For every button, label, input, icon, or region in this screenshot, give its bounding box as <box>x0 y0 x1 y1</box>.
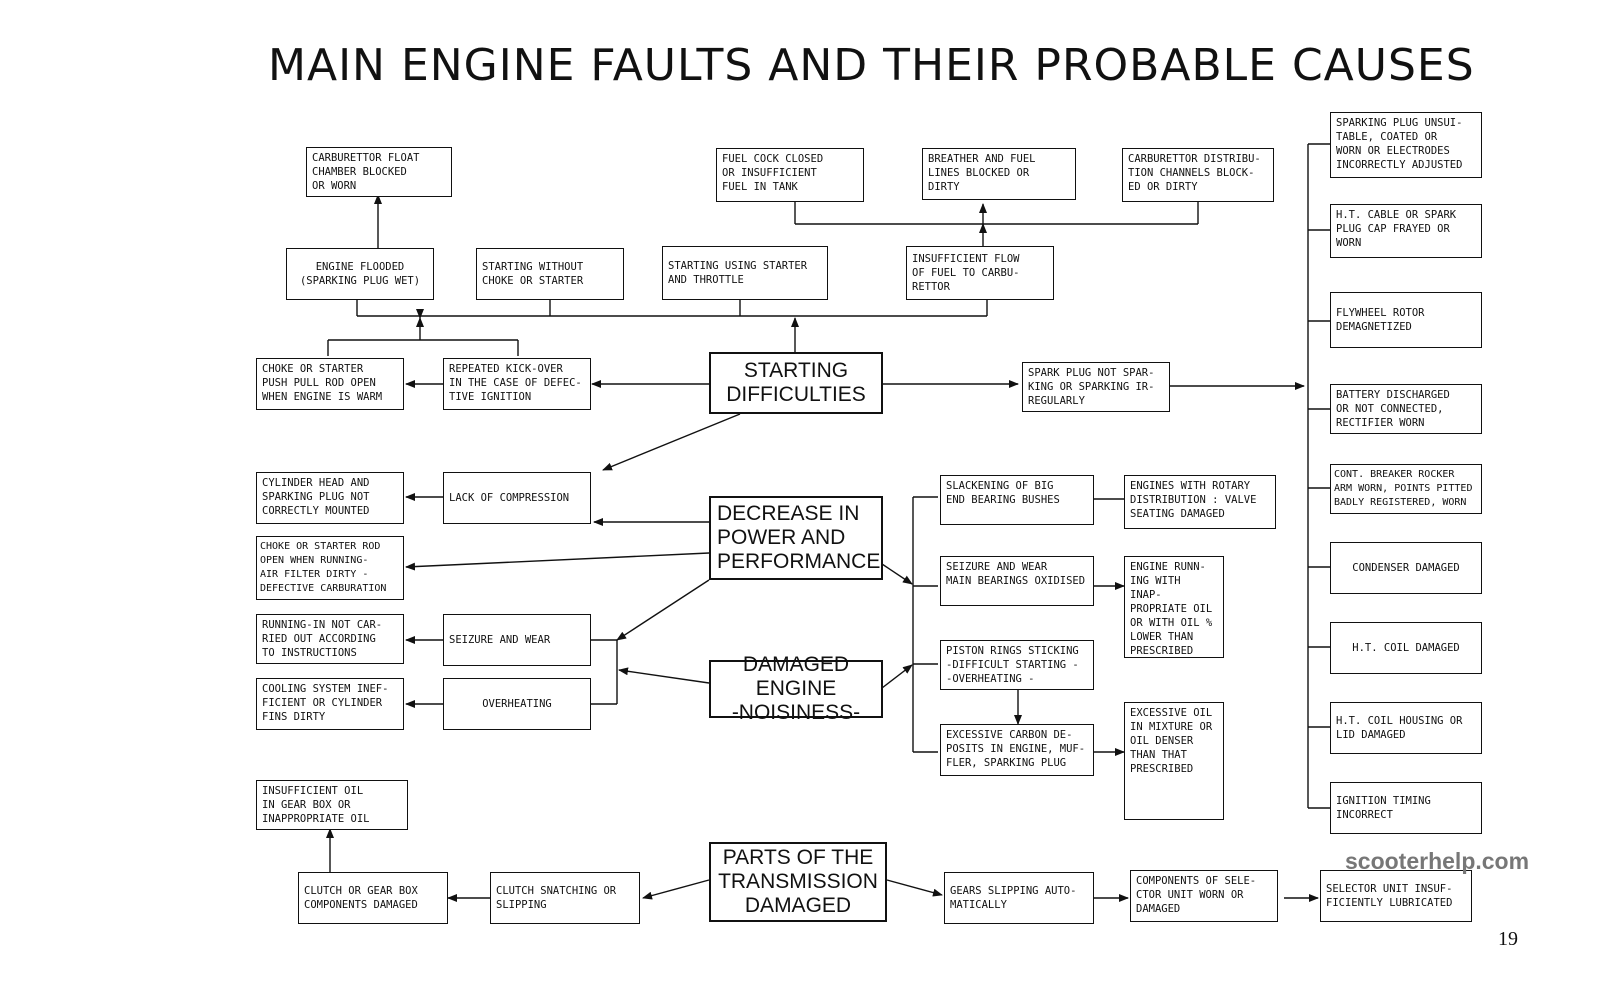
cause-repeated-kick-over: REPEATED KICK-OVER IN THE CASE OF DEFEC-… <box>443 358 591 410</box>
cause-cylinder-head-mounted: CYLINDER HEAD AND SPARKING PLUG NOT CORR… <box>256 472 404 524</box>
fault-starting-difficulties: STARTING DIFFICULTIES <box>709 352 883 414</box>
ignition-cause-flywheel-rotor: FLYWHEEL ROTOR DEMAGNETIZED <box>1330 292 1482 348</box>
ignition-cause-condenser: CONDENSER DAMAGED <box>1330 542 1482 594</box>
ignition-cause-sparking-plug: SPARKING PLUG UNSUI- TABLE, COATED OR WO… <box>1330 112 1482 178</box>
cause-piston-rings-sticking: PISTON RINGS STICKING -DIFFICULT STARTIN… <box>940 640 1094 690</box>
ignition-cause-battery: BATTERY DISCHARGED OR NOT CONNECTED, REC… <box>1330 384 1482 434</box>
cause-seizure-and-wear: SEIZURE AND WEAR <box>443 614 591 666</box>
ignition-cause-ht-coil: H.T. COIL DAMAGED <box>1330 622 1482 674</box>
fault-decrease-in-power: DECREASE IN POWER AND PERFORMANCE <box>709 496 883 580</box>
cause-insufficient-gear-oil: INSUFFICIENT OIL IN GEAR BOX OR INAPPROP… <box>256 780 408 830</box>
cause-carburettor-distribution: CARBURETTOR DISTRIBU- TION CHANNELS BLOC… <box>1122 148 1274 202</box>
watermark: scooterhelp.com <box>1345 848 1530 874</box>
fault-damaged-engine-noisiness: DAMAGED ENGINE -NOISINESS- <box>709 653 883 724</box>
cause-fuel-cock-closed: FUEL COCK CLOSED OR INSUFFICIENT FUEL IN… <box>716 148 864 202</box>
ignition-cause-ht-coil-housing: H.T. COIL HOUSING OR LID DAMAGED <box>1330 702 1482 754</box>
cause-selector-unit-worn: COMPONENTS OF SELE- CTOR UNIT WORN OR DA… <box>1130 870 1278 922</box>
cause-carburettor-float: CARBURETTOR FLOAT CHAMBER BLOCKED OR WOR… <box>306 147 452 197</box>
fault-transmission-damaged: PARTS OF THE TRANSMISSION DAMAGED <box>709 842 887 922</box>
cause-excessive-oil-mixture: EXCESSIVE OIL IN MIXTURE OR OIL DENSER T… <box>1124 702 1224 820</box>
cause-excessive-carbon: EXCESSIVE CARBON DE- POSITS IN ENGINE, M… <box>940 724 1094 776</box>
cause-starting-without-choke: STARTING WITHOUT CHOKE OR STARTER <box>476 248 624 300</box>
cause-clutch-snatching: CLUTCH SNATCHING OR SLIPPING <box>490 872 640 924</box>
cause-insufficient-fuel-flow: INSUFFICIENT FLOW OF FUEL TO CARBU- RETT… <box>906 246 1054 300</box>
cause-push-pull-rod-open: CHOKE OR STARTER PUSH PULL ROD OPEN WHEN… <box>256 358 404 410</box>
cause-big-end-bearing: SLACKENING OF BIG END BEARING BUSHES <box>940 475 1094 525</box>
cause-choke-rod-open: CHOKE OR STARTER ROD OPEN WHEN RUNNING- … <box>256 536 404 600</box>
cause-overheating: OVERHEATING <box>443 678 591 730</box>
cause-starting-using-starter: STARTING USING STARTER AND THROTTLE <box>662 246 828 300</box>
cause-selector-unit-lubricated: SELECTOR UNIT INSUF- FICIENTLY LUBRICATE… <box>1320 870 1472 922</box>
cause-inappropriate-oil: ENGINE RUNN- ING WITH INAP- PROPRIATE OI… <box>1124 556 1224 658</box>
cause-cooling-system: COOLING SYSTEM INEF- FICIENT OR CYLINDER… <box>256 678 404 730</box>
cause-spark-plug-not-sparking: SPARK PLUG NOT SPAR- KING OR SPARKING IR… <box>1022 362 1170 412</box>
cause-clutch-gear-box-damaged: CLUTCH OR GEAR BOX COMPONENTS DAMAGED <box>298 872 448 924</box>
cause-lack-of-compression: LACK OF COMPRESSION <box>443 472 591 524</box>
cause-running-in: RUNNING-IN NOT CAR- RIED OUT ACCORDING T… <box>256 614 404 664</box>
cause-rotary-distribution: ENGINES WITH ROTARY DISTRIBUTION : VALVE… <box>1124 475 1276 529</box>
cause-engine-flooded: ENGINE FLOODED (SPARKING PLUG WET) <box>286 248 434 300</box>
cause-gears-slipping: GEARS SLIPPING AUTO- MATICALLY <box>944 872 1094 924</box>
cause-breather-fuel-lines: BREATHER AND FUEL LINES BLOCKED OR DIRTY <box>922 148 1076 200</box>
page-title: MAIN ENGINE FAULTS AND THEIR PROBABLE CA… <box>268 40 1475 91</box>
ignition-cause-timing: IGNITION TIMING INCORRECT <box>1330 782 1482 834</box>
ignition-cause-ht-cable: H.T. CABLE OR SPARK PLUG CAP FRAYED OR W… <box>1330 204 1482 258</box>
ignition-cause-contact-breaker: CONT. BREAKER ROCKER ARM WORN, POINTS PI… <box>1330 464 1482 514</box>
page-number: 19 <box>1498 928 1518 950</box>
cause-main-bearings-oxidised: SEIZURE AND WEAR MAIN BEARINGS OXIDISED <box>940 556 1094 606</box>
